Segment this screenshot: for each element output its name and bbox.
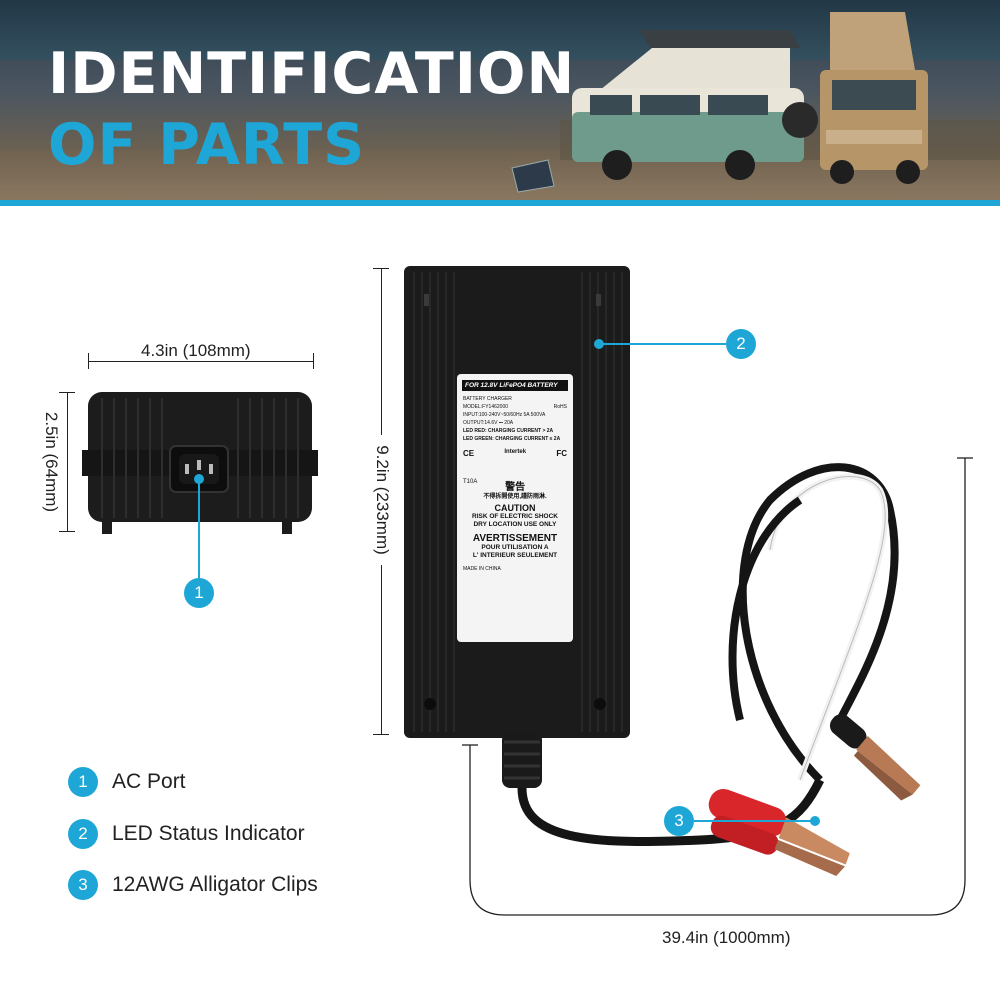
label-avert-line2: L' INTERIEUR SEULEMENT — [472, 552, 558, 559]
solar-panel — [511, 159, 555, 193]
ce-mark: CE — [463, 449, 475, 458]
height-dimension-line — [67, 392, 68, 532]
label-model: MODEL:FY1462000 — [463, 404, 509, 410]
charger-spec-label: FOR 12.8V LiFePO4 BATTERY BATTERY CHARGE… — [457, 374, 573, 642]
legend-item-led-indicator: 2 LED Status Indicator — [68, 818, 305, 850]
callout-3-dot — [810, 816, 820, 826]
intertek-mark: Intertek — [504, 449, 527, 455]
label-warning-zh: 警告 — [505, 482, 526, 493]
campervan-photo — [511, 12, 1000, 193]
length-dimension-tick-bottom — [373, 734, 389, 735]
page-title-line1: IDENTIFICATION — [48, 41, 576, 107]
van-tan — [820, 12, 928, 184]
fc-mark: FC — [556, 449, 567, 458]
label-output: OUTPUT:14.6V ⎓ 20A — [463, 420, 514, 426]
callout-1-leader — [198, 478, 200, 578]
cable-length-label: 39.4in (1000mm) — [662, 928, 791, 947]
width-dimension-tick-left — [88, 353, 89, 369]
height-dimension-label: 2.5in (64mm) — [41, 407, 61, 517]
legend-badge-2: 2 — [68, 819, 98, 849]
legend-label-led-indicator: LED Status Indicator — [112, 822, 305, 845]
strain-relief — [502, 732, 542, 788]
cable-length-dimension — [462, 457, 973, 916]
legend-item-ac-port: 1 AC Port — [68, 766, 186, 798]
callout-3-leader — [694, 820, 814, 822]
header-banner — [0, 0, 1000, 200]
legend-badge-1: 1 — [68, 767, 98, 797]
label-caution-line2: DRY LOCATION USE ONLY — [473, 521, 557, 528]
red-alligator-clip — [708, 788, 850, 876]
callout-3-badge: 3 — [664, 806, 694, 836]
legend-item-alligator-clips: 3 12AWG Alligator Clips — [68, 869, 318, 901]
label-led-red: LED RED: CHARGING CURRENT > 2A — [463, 428, 554, 434]
label-warning-zh-sub: 不得拆開使用,謹防雨淋. — [483, 494, 547, 500]
label-made-in: MADE IN CHINA — [463, 566, 501, 572]
length-dimension-tick-top — [373, 268, 389, 269]
label-rohs: RoHS — [553, 404, 567, 410]
van-green — [572, 30, 818, 180]
label-header: FOR 12.8V LiFePO4 BATTERY — [462, 380, 568, 391]
callout-2-leader — [598, 343, 726, 345]
label-caution-line1: RISK OF ELECTRIC SHOCK — [472, 513, 558, 520]
length-dimension-label: 9.2in (233mm) — [372, 435, 392, 565]
callout-2-dot — [594, 339, 604, 349]
width-dimension-line — [88, 361, 314, 362]
legend-badge-3: 3 — [68, 870, 98, 900]
page-title-line2: OF PARTS — [48, 112, 366, 178]
legend-label-ac-port: AC Port — [112, 770, 186, 793]
label-input: INPUT:100-240V~50/60Hz 5A 500VA — [463, 412, 546, 418]
callout-2-badge: 2 — [726, 329, 756, 359]
callout-1-dot — [194, 474, 204, 484]
label-avert-line1: POUR UTILISATION A — [481, 544, 549, 551]
height-dimension-tick-bottom — [59, 531, 75, 532]
legend-label-alligator-clips: 12AWG Alligator Clips — [112, 873, 318, 896]
label-led-green: LED GREEN: CHARGING CURRENT ≤ 2A — [463, 436, 561, 442]
label-fuse: T10A — [463, 479, 478, 485]
dc-cable-and-clips — [502, 463, 921, 876]
height-dimension-tick-top — [59, 392, 75, 393]
led-indicator-right — [596, 294, 601, 306]
width-dimension-label: 4.3in (108mm) — [137, 341, 255, 361]
black-alligator-clip — [829, 714, 921, 801]
charger-end-view — [82, 392, 318, 534]
label-caution: CAUTION — [494, 503, 536, 513]
label-avertissement: AVERTISSEMENT — [472, 533, 558, 544]
led-indicator-left — [424, 294, 429, 306]
label-product: BATTERY CHARGER — [463, 396, 512, 402]
main-cable — [517, 777, 825, 847]
black-lead — [738, 463, 899, 783]
width-dimension-tick-right — [313, 353, 314, 369]
header-divider — [0, 200, 1000, 206]
callout-1-badge: 1 — [184, 578, 214, 608]
